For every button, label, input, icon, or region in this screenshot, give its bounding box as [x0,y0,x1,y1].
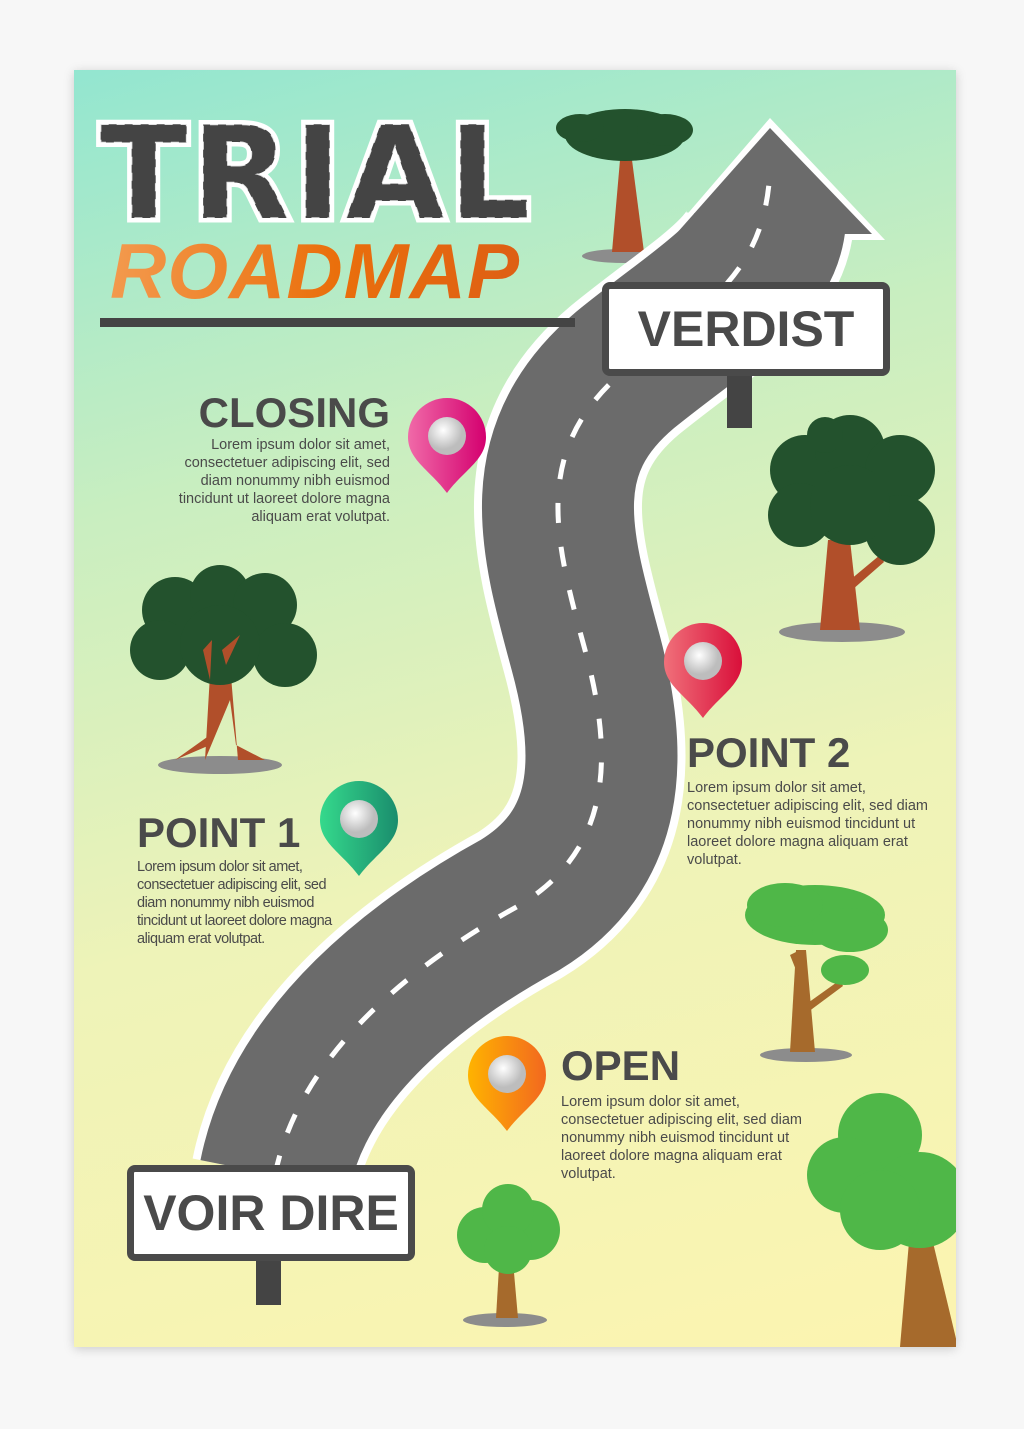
stop-open: OPEN Lorem ipsum dolor sit amet, consect… [561,1045,831,1183]
sign-voir-dire: VOIR DIRE [127,1165,415,1261]
tree-bottom-right [807,1093,956,1347]
tree-top [556,109,693,263]
title-underline [100,318,575,327]
stop-point-1: POINT 1 Lorem ipsum dolor sit amet, cons… [137,812,377,948]
trial-title-text: TRIAL [100,100,534,249]
sign-voir-dire-label: VOIR DIRE [143,1185,399,1241]
roadmap-poster: TRIAL TRIAL ROADMAP VERDIST VOIR DIRE CL… [74,70,956,1347]
stop-closing: CLOSING Lorem ipsum dolor sit amet, cons… [110,392,390,526]
stop-heading: POINT 1 [137,809,301,856]
tree-bottom-middle [457,1184,560,1327]
stop-description: Lorem ipsum dolor sit amet, consectetuer… [687,780,928,868]
tree-right-mid [745,883,888,1062]
stop-description: Lorem ipsum dolor sit amet, consectetuer… [137,859,332,947]
stop-heading: CLOSING [198,389,390,436]
pin-open-icon [468,1036,546,1131]
sign-verdist-label: VERDIST [637,301,855,357]
sign-verdist: VERDIST [602,282,890,376]
stop-description: Lorem ipsum dolor sit amet, consectetuer… [178,437,390,525]
stop-point-2: POINT 2 Lorem ipsum dolor sit amet, cons… [687,732,956,869]
pin-point-2-icon [664,623,742,718]
voir-dire-post [256,1255,281,1305]
trial-title-logo: TRIAL TRIAL [96,96,535,254]
tree-left [130,565,317,774]
pin-closing-icon [408,398,486,493]
pin-point-1-icon [320,781,398,876]
title-roadmap: ROADMAP [110,227,520,315]
verdist-post [727,368,752,428]
stop-heading: OPEN [561,1042,681,1089]
stop-heading: POINT 2 [687,729,851,776]
trial-title-dashes: TRIAL [100,100,534,249]
stop-description: Lorem ipsum dolor sit amet, consectetuer… [561,1094,802,1182]
tree-right-upper [768,415,935,642]
